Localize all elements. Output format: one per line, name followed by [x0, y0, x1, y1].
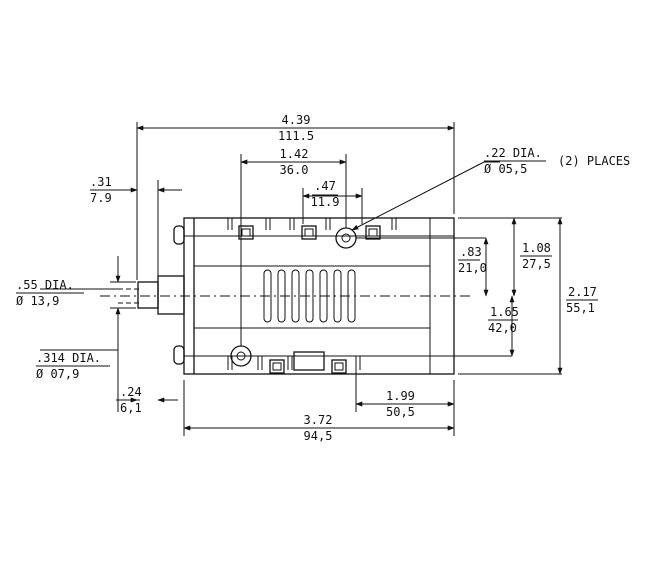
- label-overall-height-mm: 55,1: [566, 301, 595, 315]
- mounting-hole-top: [335, 227, 357, 249]
- label-overall-length-in: 4.39: [282, 113, 311, 127]
- label-top-to-hole-mm: 21,0: [458, 261, 487, 275]
- screw-heads: [238, 225, 381, 374]
- label-shaft-ext-in: .24: [120, 385, 142, 399]
- label-overall-height-in: 2.17: [568, 285, 597, 299]
- label-hole-dia-mm: Ø 05,5: [484, 162, 527, 176]
- tick-marks: [227, 218, 397, 370]
- solenoid-body: [100, 217, 470, 375]
- label-hole-places: (2) PLACES: [558, 154, 630, 168]
- label-flange-mm: 7.9: [90, 191, 112, 205]
- label-boss-dia-in: .55 DIA.: [16, 278, 74, 292]
- label-hole-spacing-in: 1.42: [280, 147, 309, 161]
- label-overall-length-mm: 111.5: [278, 129, 314, 143]
- label-shaft-dia-in: .314 DIA.: [36, 351, 101, 365]
- label-axis-to-hole-in: 1.65: [490, 305, 519, 319]
- label-slot-pitch-mm: 11.9: [311, 195, 340, 209]
- label-axis-to-hole-mm: 42,0: [488, 321, 517, 335]
- label-body-length-in: 3.72: [304, 413, 333, 427]
- shaft-boss: [137, 281, 159, 309]
- label-axis-to-end-mm: 50,5: [386, 405, 415, 419]
- dimension-labels: 4.39 111.5 1.42 36.0 .47 11.9 .22 DIA. Ø…: [16, 113, 630, 443]
- label-top-to-axis-in: 1.08: [522, 241, 551, 255]
- vent-slots: [263, 269, 356, 323]
- label-boss-dia-mm: Ø 13,9: [16, 294, 59, 308]
- label-shaft-dia-mm: Ø 07,9: [36, 367, 79, 381]
- label-axis-to-end-in: 1.99: [386, 389, 415, 403]
- label-hole-spacing-mm: 36.0: [280, 163, 309, 177]
- stud-bottom: [173, 345, 185, 365]
- boss-housing: [157, 275, 185, 315]
- label-shaft-ext-mm: 6,1: [120, 401, 142, 415]
- fraction-bars: [16, 127, 598, 429]
- label-slot-pitch-in: .47: [314, 179, 336, 193]
- stud-top: [173, 225, 185, 245]
- label-flange-in: .31: [90, 175, 112, 189]
- label-body-length-mm: 94,5: [304, 429, 333, 443]
- label-hole-dia-in: .22 DIA.: [484, 146, 542, 160]
- label-top-to-axis-mm: 27,5: [522, 257, 551, 271]
- label-top-to-hole-in: .83: [460, 245, 482, 259]
- hole-dia-leader: [351, 161, 485, 231]
